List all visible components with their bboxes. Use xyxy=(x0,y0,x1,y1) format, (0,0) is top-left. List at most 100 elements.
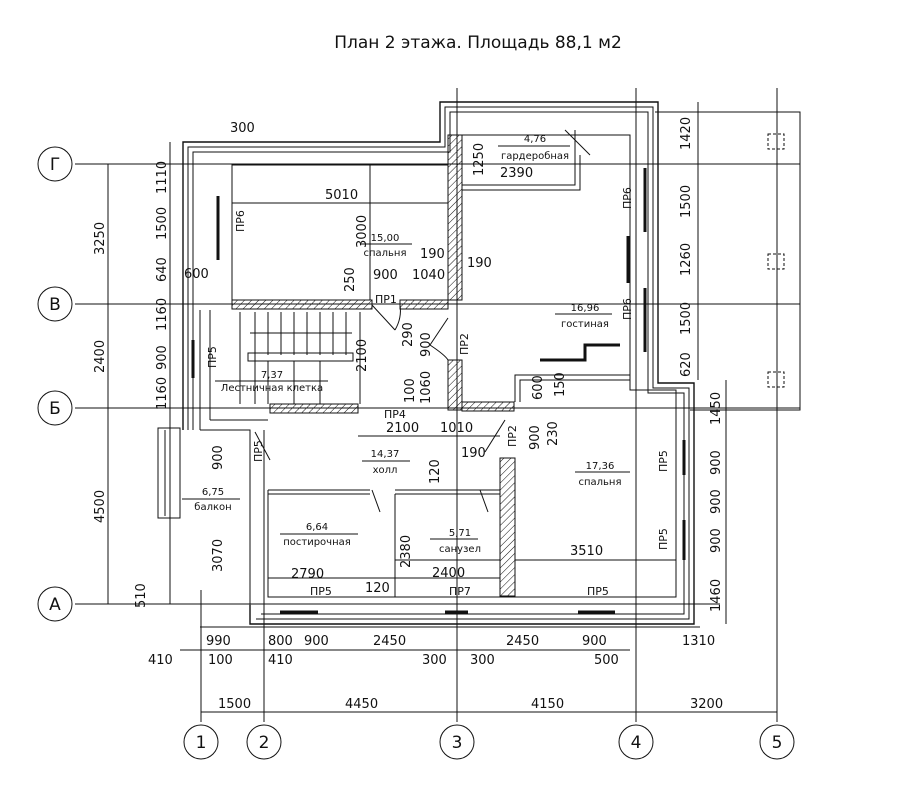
svg-text:Г: Г xyxy=(50,155,60,175)
svg-text:4: 4 xyxy=(631,733,642,753)
svg-text:300: 300 xyxy=(230,121,255,136)
axis-bubble-col-1: 1 xyxy=(183,724,219,760)
svg-text:4500: 4500 xyxy=(93,490,108,523)
svg-text:ПР6: ПР6 xyxy=(621,187,634,209)
windows xyxy=(191,168,686,614)
svg-text:ПР5: ПР5 xyxy=(206,346,219,368)
dimensions-bottom: 990 800 900 2450 2450 900 1310 410 100 4… xyxy=(148,634,715,668)
plan-title: План 2 этажа. Площадь 88,1 м2 xyxy=(334,33,622,53)
svg-text:ПР5: ПР5 xyxy=(657,528,670,550)
room-balcony: 6,75 балкон xyxy=(182,487,240,513)
svg-text:3510: 3510 xyxy=(570,544,603,559)
svg-text:2790: 2790 xyxy=(291,567,324,582)
svg-text:290: 290 xyxy=(401,322,416,347)
doors xyxy=(254,129,591,513)
dimensions-left: 3250 2400 4500 1110 1500 640 1160 900 11… xyxy=(93,161,170,608)
svg-text:900: 900 xyxy=(709,450,724,475)
svg-text:ПР5: ПР5 xyxy=(310,585,332,598)
svg-text:ПР2: ПР2 xyxy=(506,425,519,447)
svg-text:1040: 1040 xyxy=(412,268,445,283)
axis-bubble-col-3: 3 xyxy=(439,724,475,760)
svg-text:Б: Б xyxy=(49,399,61,419)
svg-text:5: 5 xyxy=(772,733,783,753)
svg-text:3: 3 xyxy=(452,733,463,753)
svg-text:2400: 2400 xyxy=(432,566,465,581)
exterior-walls xyxy=(182,101,695,625)
svg-text:900: 900 xyxy=(155,345,170,370)
svg-text:14,37: 14,37 xyxy=(371,449,400,460)
svg-text:16,96: 16,96 xyxy=(571,303,600,314)
terrace-outline xyxy=(655,111,801,411)
svg-text:500: 500 xyxy=(594,653,619,668)
svg-text:2390: 2390 xyxy=(500,166,533,181)
svg-text:ПР5: ПР5 xyxy=(252,440,265,462)
svg-text:900: 900 xyxy=(211,445,226,470)
svg-text:1250: 1250 xyxy=(472,143,487,176)
svg-text:410: 410 xyxy=(268,653,293,668)
svg-text:510: 510 xyxy=(134,583,149,608)
svg-text:410: 410 xyxy=(148,653,173,668)
svg-text:4150: 4150 xyxy=(531,697,564,712)
svg-text:900: 900 xyxy=(709,489,724,514)
svg-text:постирочная: постирочная xyxy=(283,537,351,548)
dimensions-right: 1420 1500 1260 1500 620 1450 900 900 900… xyxy=(679,117,724,612)
svg-text:1010: 1010 xyxy=(440,421,473,436)
svg-text:ПР7: ПР7 xyxy=(449,585,471,598)
svg-text:620: 620 xyxy=(679,352,694,377)
svg-text:1160: 1160 xyxy=(155,298,170,331)
svg-text:120: 120 xyxy=(365,581,390,596)
svg-text:2400: 2400 xyxy=(93,340,108,373)
axis-bubble-row-a: А xyxy=(37,586,73,622)
svg-text:5,71: 5,71 xyxy=(449,528,471,539)
svg-text:гостиная: гостиная xyxy=(561,319,609,330)
staircase xyxy=(247,312,354,404)
svg-text:4450: 4450 xyxy=(345,697,378,712)
axis-bubble-row-g: Г xyxy=(37,146,73,182)
svg-text:17,36: 17,36 xyxy=(586,461,615,472)
svg-text:1460: 1460 xyxy=(709,579,724,612)
svg-text:2450: 2450 xyxy=(506,634,539,649)
svg-text:2450: 2450 xyxy=(373,634,406,649)
dimension-lines xyxy=(107,102,777,713)
svg-text:1160: 1160 xyxy=(155,377,170,410)
svg-text:900: 900 xyxy=(709,528,724,553)
svg-text:ПР2: ПР2 xyxy=(458,333,471,355)
svg-text:120: 120 xyxy=(428,459,443,484)
svg-text:640: 640 xyxy=(155,257,170,282)
svg-text:900: 900 xyxy=(373,268,398,283)
axis-bubble-row-b: Б xyxy=(37,390,73,426)
opening-labels: ПР6 ПР1 ПР5 ПР2 ПР4 ПР2 ПР5 ПР6 ПР6 ПР5 … xyxy=(206,187,670,598)
svg-text:ПР5: ПР5 xyxy=(657,450,670,472)
svg-text:900: 900 xyxy=(419,332,434,357)
svg-text:3000: 3000 xyxy=(355,215,370,248)
svg-text:6,64: 6,64 xyxy=(306,522,328,533)
svg-text:2: 2 xyxy=(259,733,270,753)
svg-text:600: 600 xyxy=(184,267,209,282)
svg-text:100: 100 xyxy=(208,653,233,668)
svg-text:150: 150 xyxy=(553,372,568,397)
svg-text:ПР5: ПР5 xyxy=(587,585,609,598)
svg-text:3250: 3250 xyxy=(93,222,108,255)
svg-text:1060: 1060 xyxy=(419,371,434,404)
svg-text:190: 190 xyxy=(420,247,445,262)
svg-text:1500: 1500 xyxy=(679,185,694,218)
axis-bubble-col-5: 5 xyxy=(759,724,795,760)
svg-text:балкон: балкон xyxy=(194,502,231,513)
svg-text:230: 230 xyxy=(546,421,561,446)
dimensions-axes: 1500 4450 4150 3200 xyxy=(218,697,723,712)
svg-text:6,75: 6,75 xyxy=(202,487,224,498)
svg-text:1450: 1450 xyxy=(709,392,724,425)
bearing-walls xyxy=(231,134,516,597)
svg-text:600: 600 xyxy=(531,375,546,400)
svg-text:1420: 1420 xyxy=(679,117,694,150)
partitions xyxy=(157,130,630,597)
svg-text:250: 250 xyxy=(343,267,358,292)
svg-text:1260: 1260 xyxy=(679,243,694,276)
svg-text:Лестничная клетка: Лестничная клетка xyxy=(221,383,323,394)
axis-bubble-col-2: 2 xyxy=(246,724,282,760)
